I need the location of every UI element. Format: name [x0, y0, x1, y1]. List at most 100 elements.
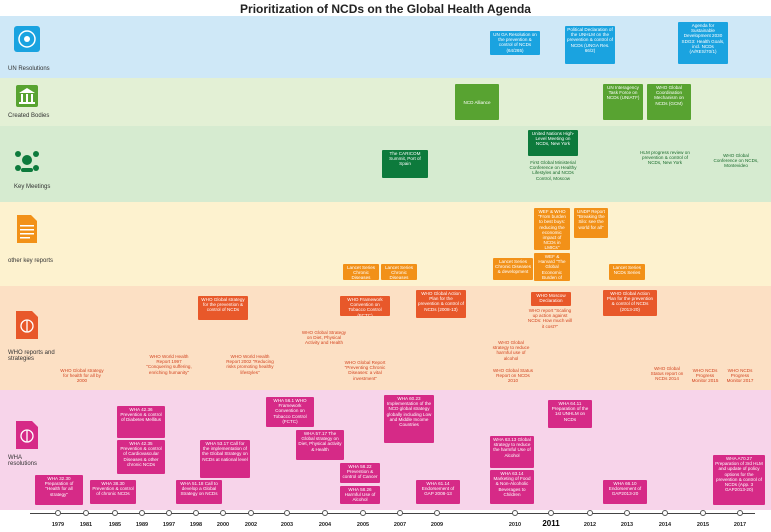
event-box: Political Declaration of the UNHLM on th… — [565, 26, 615, 64]
timeline-tick — [220, 510, 226, 516]
lane-label-un: UN Resolutions — [8, 66, 50, 72]
year-label: 2013 — [620, 522, 634, 528]
event-text: WHO NCDs Progress Monitor 2015 — [691, 368, 719, 384]
event-box: WHA 42.36 Prevention & control of Diabet… — [117, 406, 165, 438]
event-box: WHA 66.10 Endorsement of GAP2013-20 — [603, 480, 647, 504]
event-box: WHO Global Action Plan for the preventio… — [416, 290, 466, 318]
timeline-tick — [193, 510, 199, 516]
event-box: WEF & Harvard "The Global Economic Burde… — [534, 253, 570, 281]
building-icon — [16, 85, 38, 107]
timeline-tick — [587, 510, 593, 516]
year-label: 2015 — [696, 522, 710, 528]
timeline-tick — [512, 510, 518, 516]
year-label: 2017 — [733, 522, 747, 528]
event-text: WHO report "Scaling up action against NC… — [527, 308, 573, 329]
who-emblem-icon — [16, 311, 38, 339]
event-box: WHO Framework Convention on Tobacco Cont… — [340, 296, 390, 316]
lane-label-meetings: Key Meetings — [14, 184, 51, 190]
event-text: WHO NCDs Progress Monitor 2017 — [726, 368, 754, 384]
event-box: WHA 58.26 Harmful Use of Alcohol — [340, 486, 380, 504]
event-text: WHO World Health Report 2002 "Reducing r… — [226, 354, 274, 375]
timeline-tick — [284, 510, 290, 516]
timeline-tick — [434, 510, 440, 516]
timeline-tick — [397, 510, 403, 516]
event-text: WHO Global Conference on NCDs, Montevide… — [713, 153, 759, 169]
event-text: WHO Global Status report on NCDs 2014 — [650, 366, 684, 382]
timeline-tick — [112, 510, 118, 516]
timeline-tick — [662, 510, 668, 516]
event-box: Lancet Series Chronic Diseases & develop… — [493, 258, 533, 280]
event-text: WHO World Health Report 1997 "Conquering… — [146, 354, 192, 375]
event-text: WHO Global Report "Preventing Chronic Di… — [344, 360, 386, 381]
event-text: HLM progress review on prevention & cont… — [640, 150, 690, 166]
event-box: Lancet Series Chronic Diseases — [343, 264, 379, 280]
timeline-tick — [83, 510, 89, 516]
timeline-tick — [624, 510, 630, 516]
year-label: 2003 — [280, 522, 294, 528]
timeline-tick — [360, 510, 366, 516]
timeline-tick — [166, 510, 172, 516]
event-box: United Nations High-Level Meeting on NCD… — [528, 130, 578, 156]
timeline-tick — [737, 510, 743, 516]
event-box: WHA 32.30 Preparation of "Health for all… — [35, 475, 83, 505]
year-label: 2004 — [318, 522, 332, 528]
year-label: 1985 — [108, 522, 122, 528]
year-label: 2000 — [216, 522, 230, 528]
year-label: 1998 — [189, 522, 203, 528]
timeline-tick — [322, 510, 328, 516]
timeline-tick — [139, 510, 145, 516]
year-label: 2014 — [658, 522, 672, 528]
year-label: 1997 — [162, 522, 176, 528]
year-label: 1989 — [135, 522, 149, 528]
timeline-axis — [30, 513, 755, 514]
lane-label-who: WHO reports and strategies — [8, 350, 55, 362]
timeline-tick — [248, 510, 254, 516]
event-box: WHO Global Coordination Mechanism on NCD… — [647, 84, 691, 120]
year-label: 2005 — [356, 522, 370, 528]
event-box: WHA 42.35 Prevention & control of Cardio… — [117, 440, 165, 474]
event-box: UN Interagency Task Force on NCDs (UNIAT… — [603, 84, 643, 120]
event-box: WHO Moscow Declaration — [531, 292, 571, 306]
event-box: Agenda for Sustainable Development 2030 … — [678, 22, 728, 64]
event-box: UNDP Report "Breaking the Silo: see the … — [574, 208, 608, 238]
event-box: WHA 57.17 The Global strategy on Diet, P… — [296, 430, 344, 460]
event-box: WHA 64.11 Preparation of the 1st UNHLM o… — [548, 400, 592, 428]
un-emblem-icon — [14, 26, 40, 52]
document-icon — [17, 215, 37, 243]
event-box: WHA 38.30 Prevention & control of chroni… — [90, 480, 136, 504]
event-text: WHO Global Strategy on Diet, Physical Ac… — [301, 330, 347, 346]
event-box: WHA 51.18 Call to develop a Global Strat… — [176, 480, 222, 504]
event-box: WHA 63.14 Marketing of Food & Non-Alcoho… — [490, 470, 534, 504]
event-text: WHO Global Status Report on NCDs 2010 — [492, 368, 534, 384]
event-box: UN GA Resolution on the prevention & con… — [490, 31, 540, 55]
event-text: WHO Global strategy for health for all b… — [60, 368, 104, 384]
event-box: Lancet Series Chronic Diseases — [381, 264, 417, 280]
event-box: WHA 60.23 Implementation of the NCD glob… — [384, 395, 434, 443]
year-label: 2002 — [244, 522, 258, 528]
event-box: NCD Alliance — [455, 84, 499, 120]
event-box: WHA 56.1 WHO Framework Convention on Tob… — [266, 397, 314, 427]
people-meeting-icon — [15, 151, 39, 172]
lane-label-bodies: Created Bodies — [8, 113, 50, 119]
year-label: 1981 — [79, 522, 93, 528]
lane-un-resolutions — [0, 16, 771, 78]
event-box: WHO Global Action Plan for the preventio… — [603, 290, 657, 316]
year-label: 2010 — [508, 522, 522, 528]
event-box: WHA A70.27 Preparation of 3rd HLM and up… — [713, 455, 765, 505]
event-box: WHA 61.14 Endorsement of GAP 2008-13 — [416, 480, 460, 504]
lane-label-reports: other key reports — [8, 258, 54, 264]
event-box: WHA 53.17 Call for the implementation of… — [200, 440, 250, 478]
event-text: WHO Global strategy to reduce harmful us… — [492, 340, 530, 361]
event-box: WHA 58.22 Prevention & control of Cancer — [340, 463, 380, 483]
year-label: 2012 — [583, 522, 597, 528]
event-box: WHA 63.13 Global strategy to reduce the … — [490, 436, 534, 468]
timeline-tick — [55, 510, 61, 516]
who-emblem-icon-wha — [16, 421, 38, 449]
event-box: Lancet Series NCDs Series — [609, 264, 645, 280]
event-box: WHO Global strategy for the prevention &… — [198, 296, 248, 320]
event-box: The CARICOM Summit, Port of Spain — [382, 150, 428, 178]
year-label: 1979 — [51, 522, 65, 528]
year-label: 2007 — [393, 522, 407, 528]
timeline-tick — [548, 510, 554, 516]
timeline-tick — [700, 510, 706, 516]
